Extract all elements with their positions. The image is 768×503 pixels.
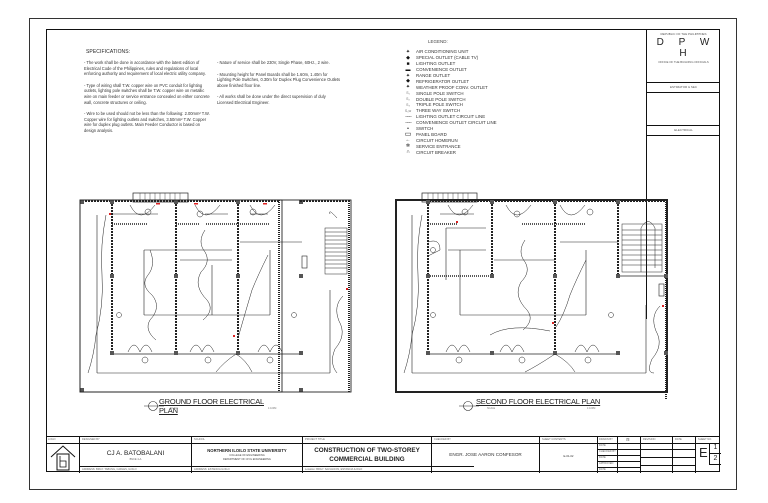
- legend-item: ▬CONVENIENCE OUTLET: [400, 67, 497, 73]
- designer-name: CJ A. BATOBALANI: [106, 450, 165, 457]
- sheet-number-cell: SHEET NO. E 1 2: [696, 437, 721, 473]
- specifications-column-2: - Nature of service shall be 230V, Singl…: [217, 60, 343, 106]
- scale-label: SCALE: [170, 407, 179, 410]
- scale-value: 1:100M: [587, 407, 596, 410]
- legend-item: ∩CIRCUIT BREAKER: [400, 149, 497, 155]
- project-title-line-1: CONSTRUCTION OF TWO-STOREY: [314, 447, 420, 454]
- three-way-switch-icon: S₃w: [404, 108, 412, 113]
- legend-item: ■LIGHTING OUTLET: [400, 61, 497, 67]
- double-pole-switch-icon: S₂: [406, 97, 410, 102]
- spec-item: - All works shall be done under the dire…: [217, 94, 326, 105]
- dpwh-acronym: D P W H: [656, 37, 716, 59]
- convenience-outlet-icon: ▬: [405, 66, 411, 73]
- legend-item: ✦RANGE OUTLET: [400, 73, 497, 79]
- sheet-letter: E: [699, 445, 708, 460]
- section-marker-icon: [144, 401, 164, 411]
- single-pole-switch-icon: S₁: [406, 91, 410, 96]
- specifications-title: SPECIFICATIONS:: [86, 49, 131, 55]
- special-outlet-icon: ◆: [406, 54, 410, 61]
- legend-item: ───LIGHTING OUTLET CIRCUIT LINE: [400, 114, 497, 120]
- air-conditioning-unit-icon: ✦: [405, 48, 411, 55]
- circuit-breaker-icon: ∩: [406, 149, 410, 156]
- spec-item: - Wire to be used should not be less tha…: [84, 111, 210, 133]
- legend-title: LEGEND:: [428, 39, 448, 44]
- checker-cell: CHECKED BY ENGR. JOSE AARON CONFESOR: [432, 437, 540, 473]
- logo-cell: LOGO: [46, 437, 80, 473]
- second-floor-plan-title: SECOND FLOOR ELECTRICAL PLAN: [476, 397, 601, 406]
- legend-item: ✲SERVICE ENTRANCE: [400, 143, 497, 149]
- legend-item: ←CIRCUIT HOMERUN: [400, 137, 497, 143]
- legend-item: ✦AIR CONDITIONING UNIT: [400, 49, 497, 55]
- ground-floor-plan-title: GROUND FLOOR ELECTRICAL PLAN: [159, 397, 264, 415]
- sheet-inner-border: [46, 29, 720, 472]
- scale-value: 1:100M: [268, 407, 277, 410]
- project-cell: PROJECT TITLE CONSTRUCTION OF TWO-STOREY…: [303, 437, 432, 473]
- school-name: NORTHERN ILOILO STATE UNIVERSITY: [207, 448, 287, 453]
- triple-pole-switch-icon: S₃: [406, 102, 410, 107]
- checker-name: ENGR. JOSE AARON CONFESOR: [449, 452, 522, 457]
- revision-column: REVISION: [641, 437, 673, 473]
- spec-item: - Type of wiring shall T.W. copper wire …: [84, 82, 210, 105]
- date-column: DATE: [673, 437, 696, 473]
- legend-item: ✦WEATHER PROOF CONV. OUTLET: [400, 84, 497, 90]
- panel-board-icon: ▭: [404, 131, 412, 139]
- sheet-contents-value: E-01-02: [563, 454, 574, 458]
- school-address: ADDRESS: ESTANCIA ILOILO: [194, 468, 230, 471]
- legend-item: •SWITCH: [400, 126, 497, 132]
- sheet-contents-cell: SHEET CONTENTS E-01-02: [540, 437, 598, 473]
- convenience-circuit-line-icon: ───: [405, 120, 412, 126]
- range-outlet-icon: ✦: [405, 72, 411, 79]
- weather-proof-outlet-icon: ✦: [405, 84, 411, 91]
- legend-list: ✦AIR CONDITIONING UNIT ◆SPECIAL OUTLET (…: [400, 49, 497, 155]
- legend-item: ───CONVENIENCE OUTLET CIRCUIT LINE: [400, 120, 496, 126]
- spec-item: - The work shall be done in accordance w…: [84, 60, 206, 77]
- republic-label: REPUBLIC OF THE PHILIPPINES: [660, 32, 707, 36]
- approval-labels-column: DRAWN BY DATE CHECKED BY DATE APPROVED D…: [598, 437, 618, 473]
- project-location: Location: BRGY. SALVACION, ESTANCIA ILOI…: [305, 468, 363, 471]
- circuit-homerun-icon: ←: [405, 137, 411, 144]
- school-college: COLLEGE OF ENGINEERING: [229, 454, 265, 457]
- spec-item: - Nature of service shall be 230V, Singl…: [217, 60, 330, 65]
- section-marker-icon: [459, 401, 479, 411]
- house-logo-icon: [50, 445, 76, 471]
- service-entrance-icon: ✲: [405, 143, 411, 150]
- dpwh-stamp-block: REPUBLIC OF THE PHILIPPINES D P W H OFFI…: [646, 29, 720, 319]
- scale-label: SCALE: [487, 407, 496, 410]
- lighting-outlet-icon: ■: [406, 60, 410, 67]
- sheet-outer-border: [29, 18, 737, 490]
- legend-item: ◆SPECIAL OUTLET (CABLE TV): [400, 55, 497, 61]
- legend-item: ◆REFRIGERATOR OUTLET: [400, 78, 497, 84]
- switch-icon: •: [407, 125, 409, 132]
- title-block: LOGO DESIGNED BY CJ A. BATOBALANI BSCE 4…: [46, 436, 721, 473]
- school-department: DEPARTMENT OF CIVIL ENGINEERING: [223, 458, 271, 461]
- designer-course: BSCE 4-A: [129, 458, 142, 461]
- signature-mark: ☶: [626, 437, 630, 442]
- electrical-band: ELECTRICAL: [647, 125, 720, 136]
- sheet-number: 1: [709, 443, 721, 454]
- approval-values-column: ☶: [618, 437, 641, 473]
- designer-address: ADDRESS: BRGY. TABUNG, CARLES, ILOILO: [82, 468, 137, 471]
- spec-item: - Mounting height for Panel Boards shall…: [217, 71, 341, 88]
- project-title-line-2: COMMERCIAL BUILDING: [329, 456, 405, 463]
- lighting-circuit-line-icon: ───: [405, 114, 412, 120]
- designer-cell: DESIGNED BY CJ A. BATOBALANI BSCE 4-A AD…: [80, 437, 192, 473]
- legend-item: ▭PANEL BOARD: [400, 131, 497, 139]
- specifications-column-1: - The work shall be done in accordance w…: [84, 60, 212, 134]
- sheet-total: 2: [709, 454, 721, 465]
- office-label: OFFICE OF THE BUILDING OFFICIALS: [658, 60, 709, 64]
- school-cell: SCHOOL NORTHERN ILOILO STATE UNIVERSITY …: [192, 437, 303, 473]
- refrigerator-outlet-icon: ◆: [406, 78, 410, 85]
- estimator-band: ESTIMATOR & SEC: [647, 82, 720, 93]
